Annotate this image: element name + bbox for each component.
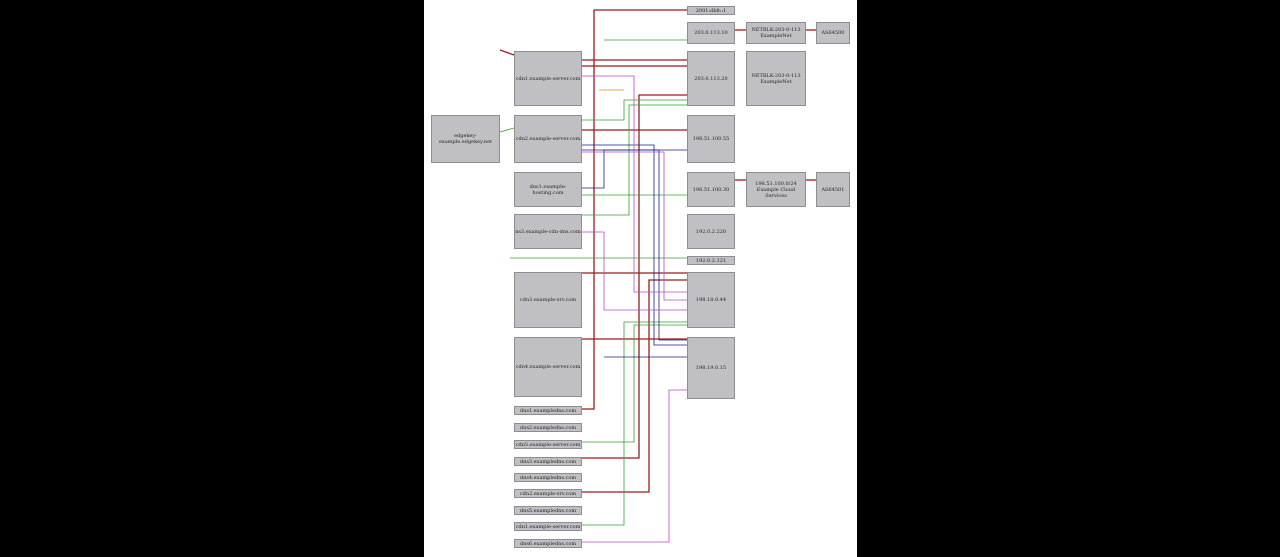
ip-node[interactable]: 198.19.0.15 bbox=[687, 337, 735, 399]
netblock-node[interactable]: NETBLK-203-0-113 ExampleNet bbox=[746, 51, 806, 106]
edge-magenta bbox=[582, 151, 687, 301]
edge-green bbox=[582, 324, 687, 443]
edge-layer bbox=[499, 9, 816, 543]
edge-red bbox=[582, 9, 687, 410]
edge-blue bbox=[582, 149, 687, 341]
domain-node[interactable]: dns4.exampledns.com bbox=[514, 473, 582, 482]
edge-green bbox=[582, 321, 687, 526]
edge-magenta bbox=[582, 75, 687, 293]
ip-node[interactable]: 192.0.2.121 bbox=[687, 256, 735, 265]
domain-node[interactable]: dns1.exampledns.com bbox=[514, 406, 582, 415]
domain-node[interactable]: dns2.exampledns.com bbox=[514, 423, 582, 432]
edge-magenta bbox=[582, 389, 687, 543]
ip-node[interactable]: 203.0.113.10 bbox=[687, 22, 735, 44]
domain-node[interactable]: ns3.example-cdn-dns.com bbox=[514, 214, 582, 249]
domain-node[interactable]: dns6.exampledns.com bbox=[514, 539, 582, 548]
asn-node[interactable]: AS64501 bbox=[816, 172, 850, 207]
edge-red bbox=[582, 94, 687, 459]
edge-green bbox=[499, 127, 515, 133]
edge-green bbox=[582, 99, 687, 121]
domain-node[interactable]: dns5.exampledns.com bbox=[514, 506, 582, 515]
ip-node[interactable]: 2001:db8::1 bbox=[687, 6, 735, 15]
domain-node[interactable]: dns1.example-hosting.com bbox=[514, 172, 582, 207]
domain-node[interactable]: dns3.exampledns.com bbox=[514, 457, 582, 466]
ip-node[interactable]: 203.0.113.20 bbox=[687, 51, 735, 106]
edge-magenta bbox=[582, 231, 687, 311]
diagram-canvas: edgekey-example.edgekey.net cdn1.example… bbox=[424, 0, 857, 557]
domain-node[interactable]: edgekey-example.edgekey.net bbox=[431, 115, 500, 163]
netblock-node[interactable]: 198.51.100.0/24 Example Cloud Services bbox=[746, 172, 806, 207]
domain-node[interactable]: cdn3.example-srv.com bbox=[514, 272, 582, 328]
domain-node[interactable]: cdn2.example-srv.com bbox=[514, 489, 582, 498]
domain-node[interactable]: cdn4.example-server.com bbox=[514, 337, 582, 397]
asn-node[interactable]: AS64500 bbox=[816, 22, 850, 44]
edge-green bbox=[582, 104, 687, 216]
edge-red bbox=[582, 279, 687, 493]
ip-node[interactable]: 198.51.100.30 bbox=[687, 172, 735, 207]
edge-red bbox=[499, 49, 515, 56]
ip-node[interactable]: 198.51.100.55 bbox=[687, 115, 735, 163]
domain-node[interactable]: cdn2.example-server.com bbox=[514, 115, 582, 163]
ip-node[interactable]: 198.18.0.44 bbox=[687, 272, 735, 328]
edge-blue bbox=[582, 149, 687, 189]
netblock-node[interactable]: NETBLK-203-0-113 ExampleNet bbox=[746, 22, 806, 44]
domain-node[interactable]: cdn1.example-server.com bbox=[514, 51, 582, 106]
ip-node[interactable]: 192.0.2.220 bbox=[687, 214, 735, 249]
edge-blue bbox=[582, 144, 687, 346]
domain-node[interactable]: cdn1.example-server.com bbox=[514, 522, 582, 531]
domain-node[interactable]: cdn5.example-server.com bbox=[514, 440, 582, 449]
